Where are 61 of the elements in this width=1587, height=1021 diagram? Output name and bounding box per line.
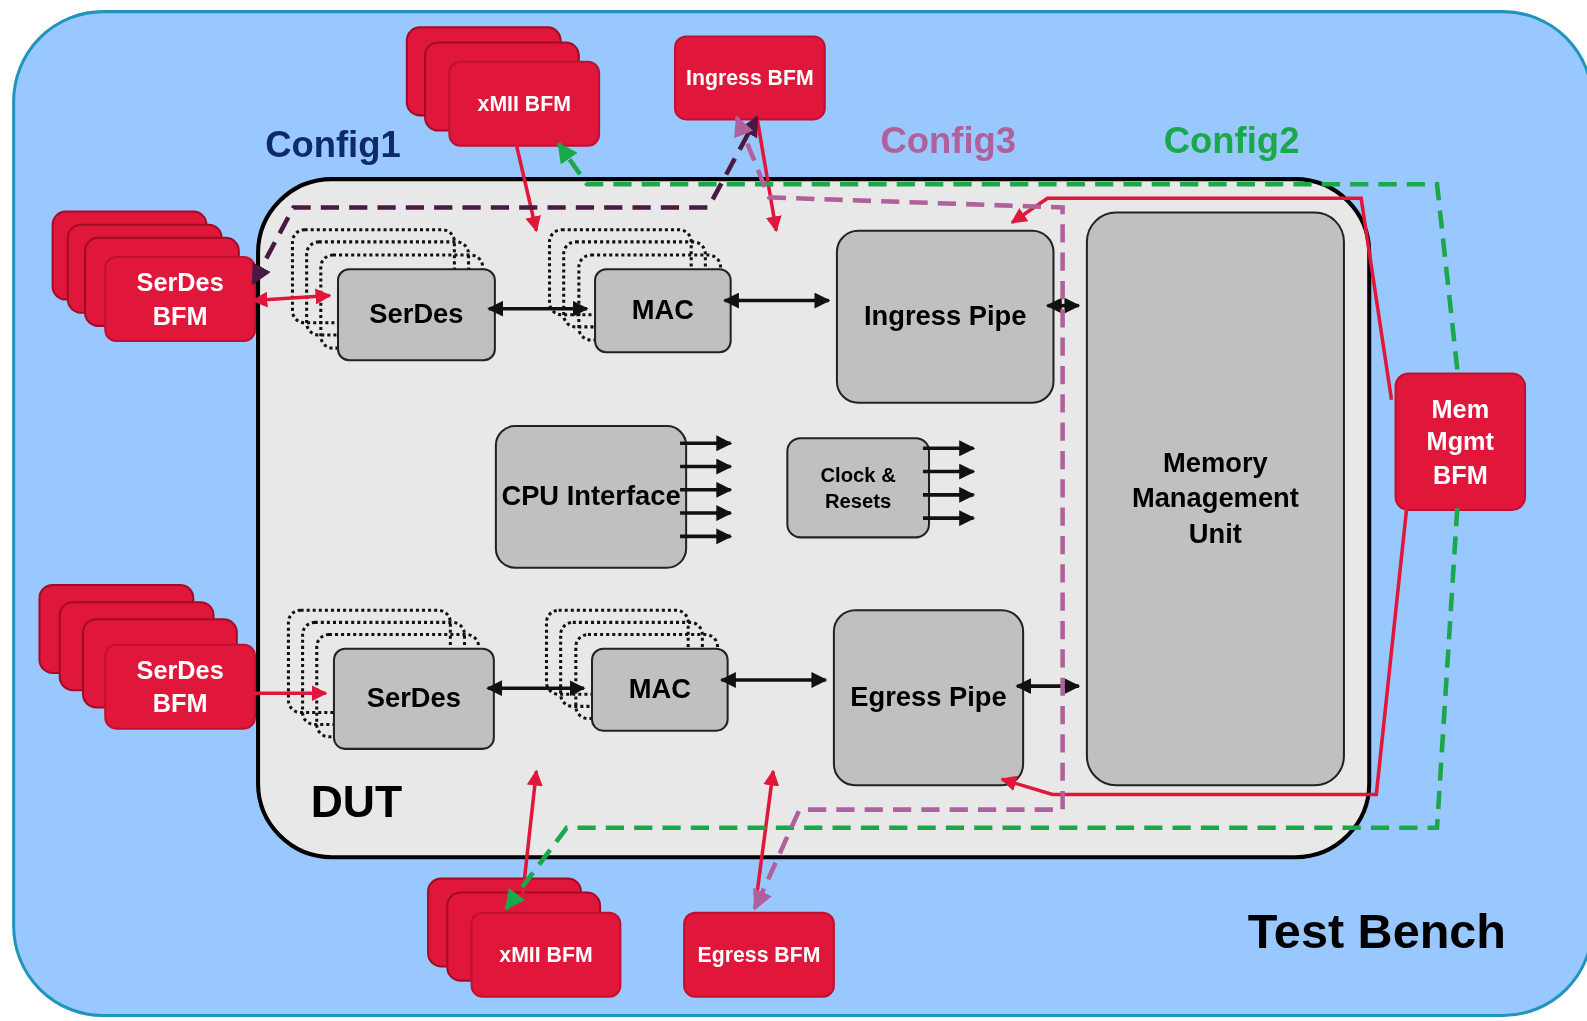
bfm-box (683, 911, 835, 998)
block-box (337, 268, 496, 362)
arrow (1010, 196, 1394, 400)
arrow (723, 292, 831, 309)
block-box (494, 425, 688, 569)
arrow (514, 143, 541, 233)
arrow (755, 117, 782, 233)
box-label: Clock & Resets (819, 462, 897, 515)
arrow (253, 685, 328, 702)
box-label: Ingress Pipe (863, 300, 1027, 334)
arrow (251, 288, 332, 308)
box-label: xMII BFM (477, 90, 571, 118)
arrow (680, 481, 733, 498)
box-label: Mem Mgmt BFM (1425, 393, 1496, 491)
edge-label: Config2 (1163, 119, 1300, 162)
box-label: CPU Interface (501, 480, 681, 514)
dut-frame (256, 177, 1372, 860)
arrow (753, 769, 780, 909)
arrow (922, 440, 976, 457)
test-bench-frame (12, 10, 1587, 1018)
arrow (487, 300, 589, 317)
block-box (832, 609, 1025, 787)
box-label: Ingress BFM (686, 65, 814, 92)
block-box (1085, 211, 1345, 787)
box-label: Egress BFM (697, 942, 821, 969)
box-label: Egress Pipe (850, 681, 1007, 715)
arrow (680, 458, 733, 475)
arrow (719, 672, 828, 689)
frame-title: Test Bench (1247, 903, 1507, 960)
box-label: SerDes (366, 682, 461, 716)
block-box (591, 647, 729, 732)
block-box (332, 647, 495, 750)
arrow (556, 142, 1460, 370)
arrow (504, 507, 1460, 911)
arrow (734, 115, 1065, 911)
arrow (680, 528, 733, 545)
box-label: SerDes BFM (135, 654, 225, 719)
box-label: SerDes BFM (135, 267, 225, 332)
block-box (594, 268, 732, 354)
box-label: MAC (628, 672, 691, 707)
block-box (835, 229, 1055, 404)
arrow (1045, 297, 1081, 314)
arrow (680, 435, 733, 452)
box-label: SerDes (369, 298, 464, 332)
box-label: Memory Management Unit (1130, 446, 1300, 552)
edge-label: Config3 (880, 119, 1017, 162)
arrow (1000, 507, 1409, 797)
box-label: xMII BFM (499, 942, 593, 969)
frame-title: DUT (310, 776, 403, 827)
arrow (922, 486, 976, 503)
arrow (922, 463, 976, 480)
arrow (251, 115, 759, 286)
bfm-box (1394, 372, 1527, 512)
edge-label: Config1 (265, 123, 401, 166)
arrow (922, 510, 976, 527)
block-box (786, 437, 931, 539)
bfm-box (674, 35, 826, 121)
arrow (680, 505, 733, 522)
box-label: MAC (631, 293, 694, 328)
arrow (1015, 678, 1081, 695)
arrow (486, 680, 586, 697)
